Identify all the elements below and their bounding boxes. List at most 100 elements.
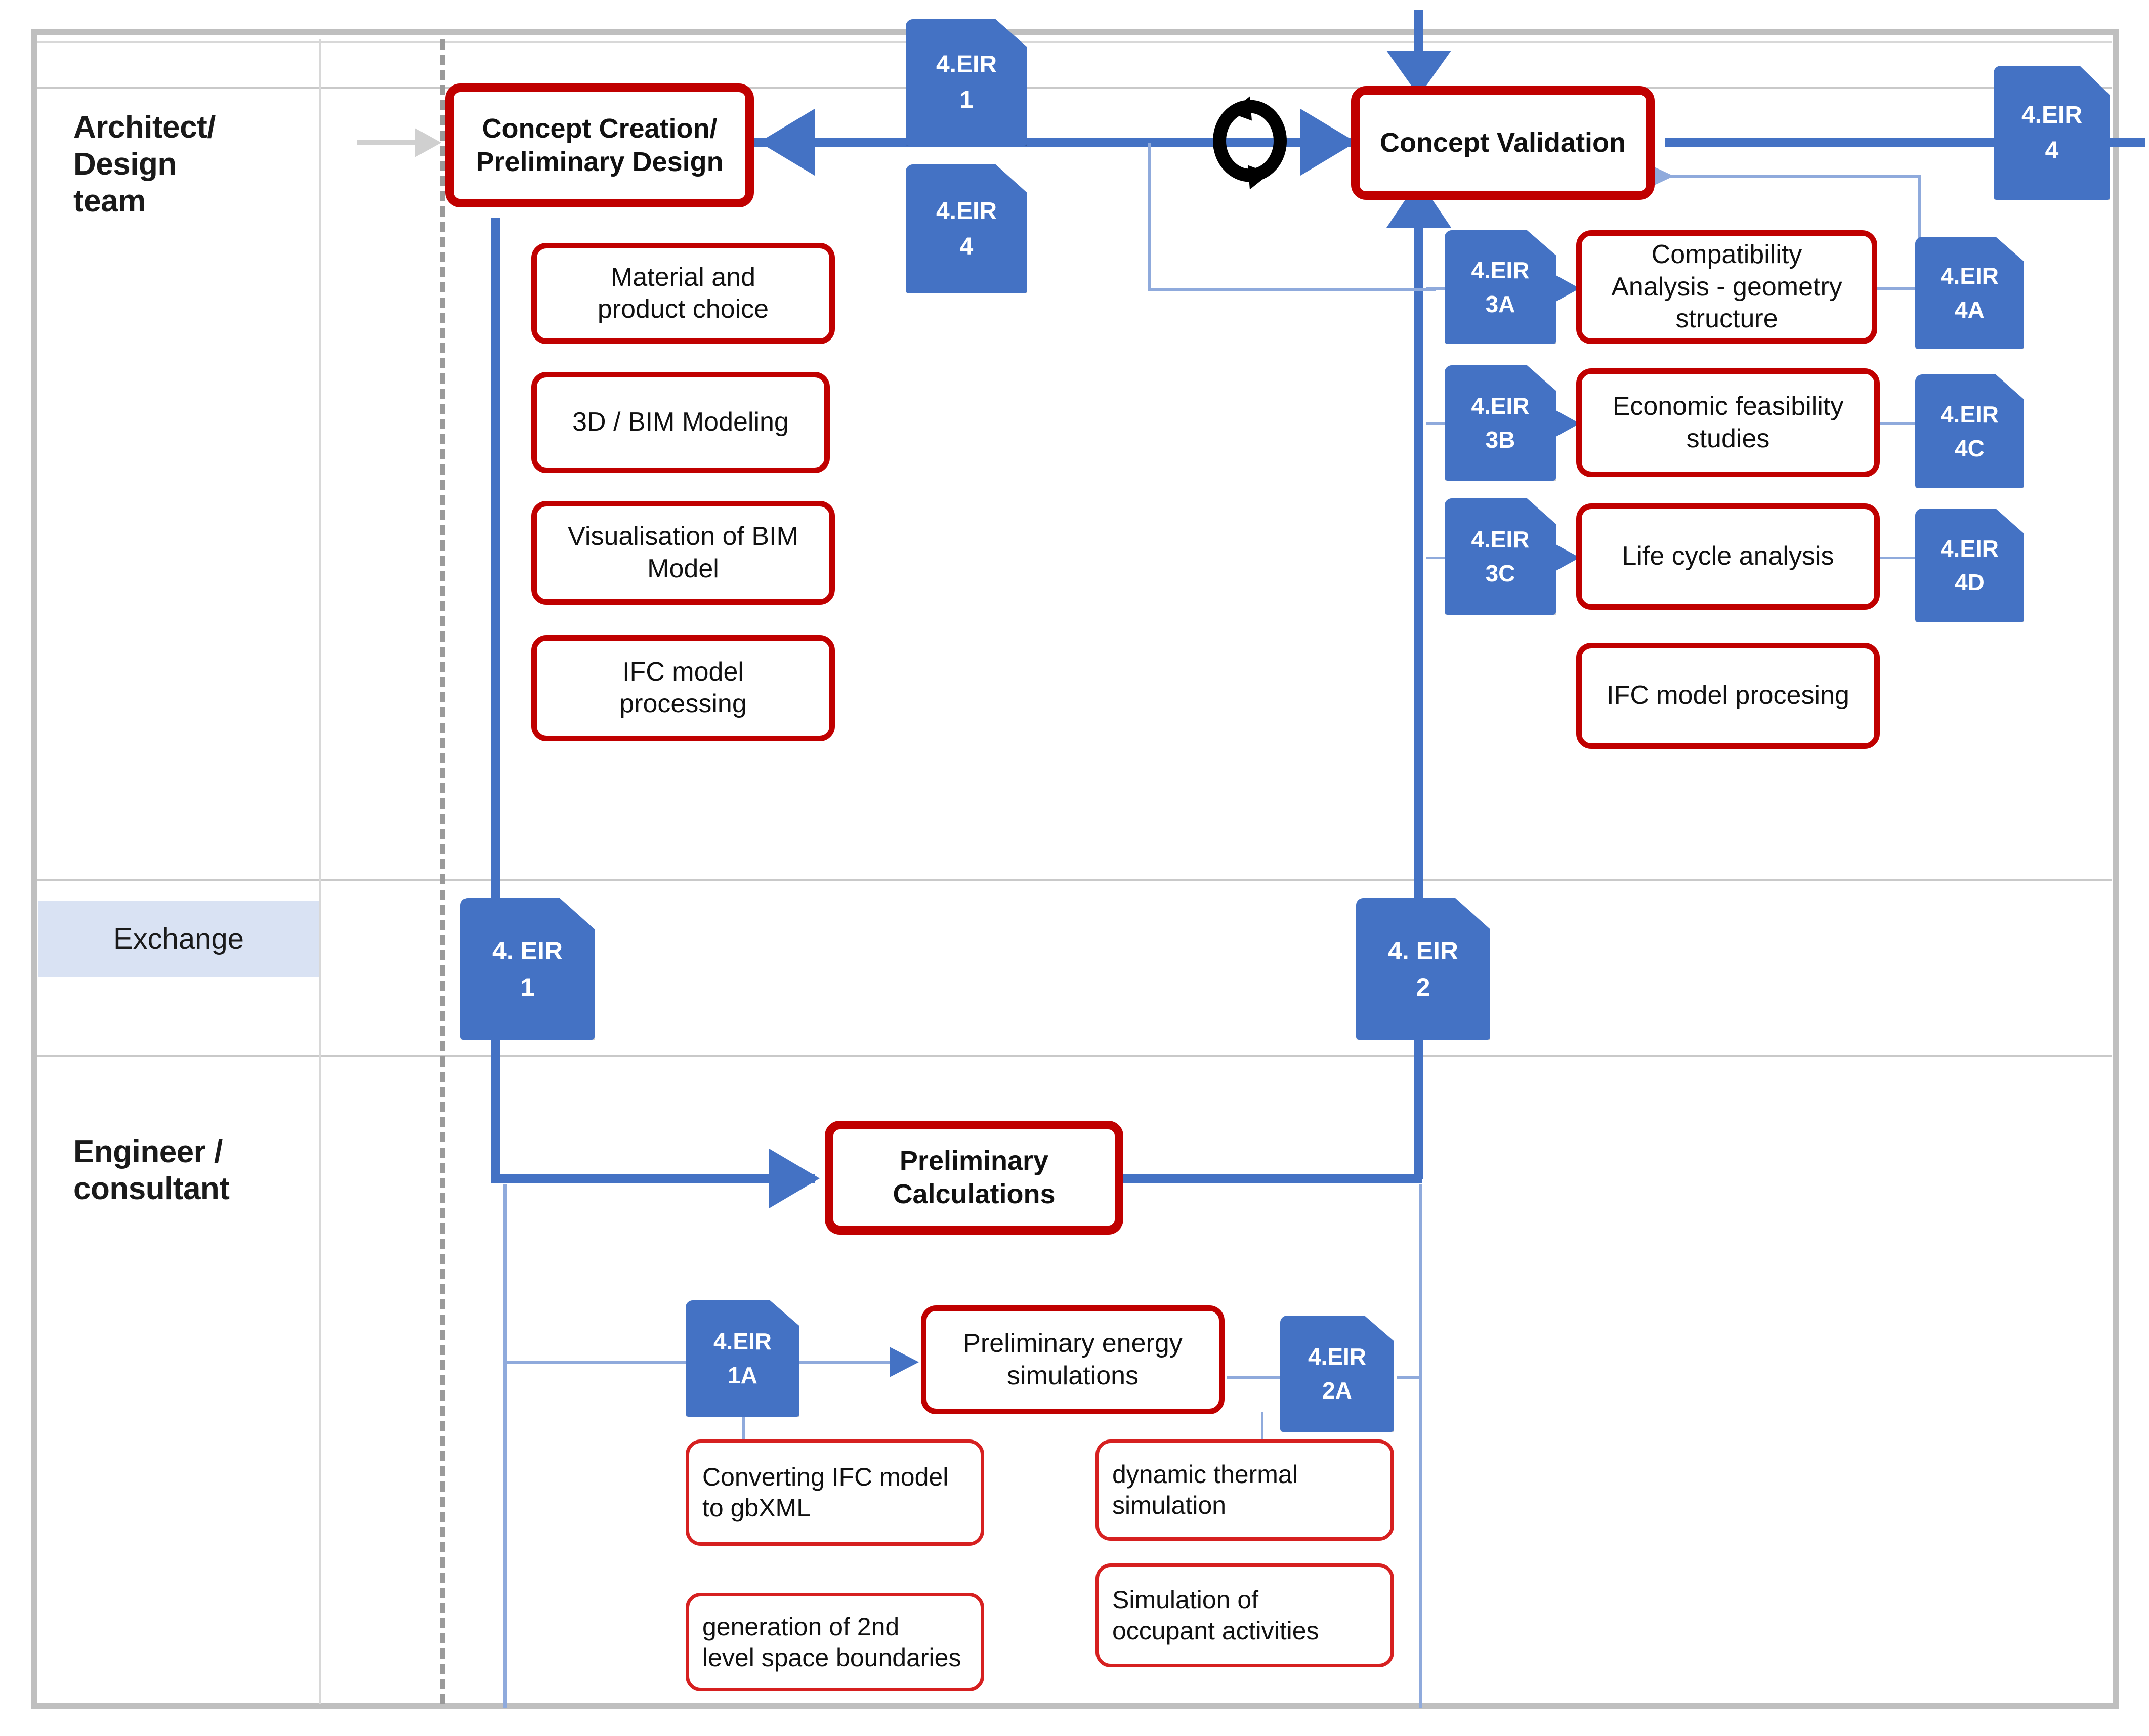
process-thermal-line1: dynamic thermal [1112,1460,1298,1489]
eir-marker-3a[interactable]: 4.EIR 3A [1445,230,1556,344]
process-concept-creation-line2: Preliminary Design [476,146,724,177]
process-preliminary-calc-line1: Preliminary [899,1145,1049,1176]
process-thermal-line2: simulation [1112,1491,1227,1519]
connector-down-to-preliminary [491,1174,815,1183]
phase-boundary-dashed [440,39,445,1704]
eir-marker-4a-num: 4A [1955,297,1985,323]
eir-marker-3b[interactable]: 4.EIR 3B [1445,365,1556,481]
eir-marker-right-4[interactable]: 4.EIR 4 [1994,66,2110,200]
eir-marker-top-1[interactable]: 4.EIR 1 [906,19,1027,146]
process-converting-line2: to gbXML [702,1494,811,1522]
process-preliminary-calculations[interactable]: Preliminary Calculations [825,1121,1123,1235]
eir-marker-4a[interactable]: 4.EIR 4A [1915,237,2024,349]
process-ifc-right-label: IFC model procesing [1607,681,1849,710]
connector-feedback-right [1148,288,1436,291]
process-compatibility-analysis[interactable]: Compatibility Analysis - geometry struct… [1576,230,1877,344]
eir-marker-2a-code: 4.EIR [1308,1343,1367,1370]
process-concept-validation[interactable]: Concept Validation [1351,86,1655,200]
connector-engineer-rail-to-eir1a [503,1361,686,1364]
process-material-product-choice[interactable]: Material and product choice [531,243,835,344]
process-compatibility-line3: structure [1675,304,1778,334]
connector-engineer-rail-vertical [503,1184,507,1708]
lane-label-architect-line2: Design [73,147,177,182]
process-ifc-left-line2: processing [619,689,747,718]
eir-marker-exchange-2-code: 4. EIR [1388,936,1458,965]
eir-marker-3b-code: 4.EIR [1471,393,1530,419]
connector-energy-to-eir2a [1227,1376,1283,1379]
lane-label-architect-line1: Architect/ [73,110,216,145]
process-concept-creation[interactable]: Concept Creation/ Preliminary Design [445,83,754,207]
eir-marker-exchange-1-code: 4. EIR [492,936,563,965]
eir-marker-exchange-2[interactable]: 4. EIR 2 [1356,898,1490,1040]
process-converting-line1: Converting IFC model [702,1463,949,1491]
connector-economic-to-eir4c [1872,422,1915,425]
eir-marker-1a-code: 4.EIR [713,1328,772,1355]
process-generation-2nd-level-space-boundaries[interactable]: generation of 2nd level space boundaries [686,1593,984,1691]
eir-marker-4d-num: 4D [1955,569,1985,596]
process-preliminary-calc-line2: Calculations [893,1178,1056,1209]
process-compatibility-line2: Analysis - geometry [1611,272,1842,302]
process-concept-creation-line1: Concept Creation/ [482,113,718,144]
process-generation-line1: generation of 2nd [702,1612,900,1641]
eir-marker-1a[interactable]: 4.EIR 1A [686,1300,799,1417]
eir-marker-3b-num: 3B [1485,427,1515,453]
process-occupant-line2: occupant activities [1112,1616,1319,1645]
process-converting-ifc-to-gbxml[interactable]: Converting IFC model to gbXML [686,1439,984,1546]
process-simulation-occupant-activities[interactable]: Simulation of occupant activities [1095,1563,1394,1667]
eir-marker-right-4-num: 4 [2045,137,2059,164]
eir-marker-exchange-2-num: 2 [1416,973,1430,1001]
process-visualisation-bim-model[interactable]: Visualisation of BIM Model [531,501,835,605]
process-economic-feasibility-studies[interactable]: Economic feasibility studies [1576,368,1880,477]
eir-marker-3a-code: 4.EIR [1471,257,1530,283]
connector-eir2a-to-rail [1397,1376,1422,1379]
eir-marker-3c[interactable]: 4.EIR 3C [1445,498,1556,615]
eir-marker-exchange-1-num: 1 [520,973,535,1001]
connector-eir1a-drop [742,1412,745,1460]
lane-label-exchange: Exchange [38,901,319,977]
column-divider-labels [319,39,321,1704]
eir-marker-4d-code: 4.EIR [1940,535,1999,562]
process-visualisation-line2: Model [647,554,719,583]
eir-marker-top-4-code: 4.EIR [936,197,997,225]
process-preliminary-energy-simulations[interactable]: Preliminary energy simulations [921,1305,1225,1414]
eir-marker-2a[interactable]: 4.EIR 2A [1280,1316,1394,1432]
connector-top-into-validation [1414,10,1423,56]
connector-feedback-down [1148,143,1151,290]
lane-divider-header [37,87,2112,89]
process-material-line2: product choice [597,294,769,324]
connector-rail-to-eir3c [1426,557,1446,559]
eir-marker-top-1-code: 4.EIR [936,51,997,78]
lane-label-architect: Architect/ Design team [73,109,216,220]
lane-label-engineer-line1: Engineer / [73,1134,223,1169]
eir-marker-exchange-1[interactable]: 4. EIR 1 [460,898,595,1040]
process-economic-line1: Economic feasibility [1612,392,1844,421]
process-dynamic-thermal-simulation[interactable]: dynamic thermal simulation [1095,1439,1394,1541]
eir-marker-4d[interactable]: 4.EIR 4D [1915,509,2024,622]
process-life-cycle-analysis[interactable]: Life cycle analysis [1576,503,1880,610]
connector-eir1a-to-energy [794,1361,916,1364]
cycle-refresh-icon [1199,96,1300,192]
eir-marker-3c-num: 3C [1485,560,1515,586]
eir-marker-top-1-num: 1 [959,87,974,113]
lane-divider-architect-exchange [37,879,2112,881]
lane-divider-exchange-engineer [37,1055,2112,1057]
eir-marker-3a-num: 3A [1485,290,1515,317]
eir-marker-4c[interactable]: 4.EIR 4C [1915,374,2024,488]
lane-label-engineer-line2: consultant [73,1171,230,1207]
eir-marker-4c-code: 4.EIR [1940,401,1999,428]
process-bim-modeling-label: 3D / BIM Modeling [572,407,789,437]
process-material-line1: Material and [610,262,756,292]
connector-eir4a-left [1647,175,1920,178]
process-3d-bim-modeling[interactable]: 3D / BIM Modeling [531,372,830,473]
process-occupant-line1: Simulation of [1112,1585,1259,1614]
process-life-cycle-label: Life cycle analysis [1622,541,1834,571]
eir-marker-top-4[interactable]: 4.EIR 4 [906,164,1027,293]
process-ifc-model-procesing-right[interactable]: IFC model procesing [1576,643,1880,749]
process-concept-validation-label: Concept Validation [1379,127,1626,158]
process-ifc-model-processing-left[interactable]: IFC model processing [531,635,835,741]
process-economic-line2: studies [1686,424,1770,453]
process-energy-line1: Preliminary energy [963,1329,1183,1359]
connector-eir2a-drop [1261,1412,1263,1460]
eir-marker-4a-code: 4.EIR [1940,263,1999,289]
eir-marker-2a-num: 2A [1322,1377,1352,1404]
